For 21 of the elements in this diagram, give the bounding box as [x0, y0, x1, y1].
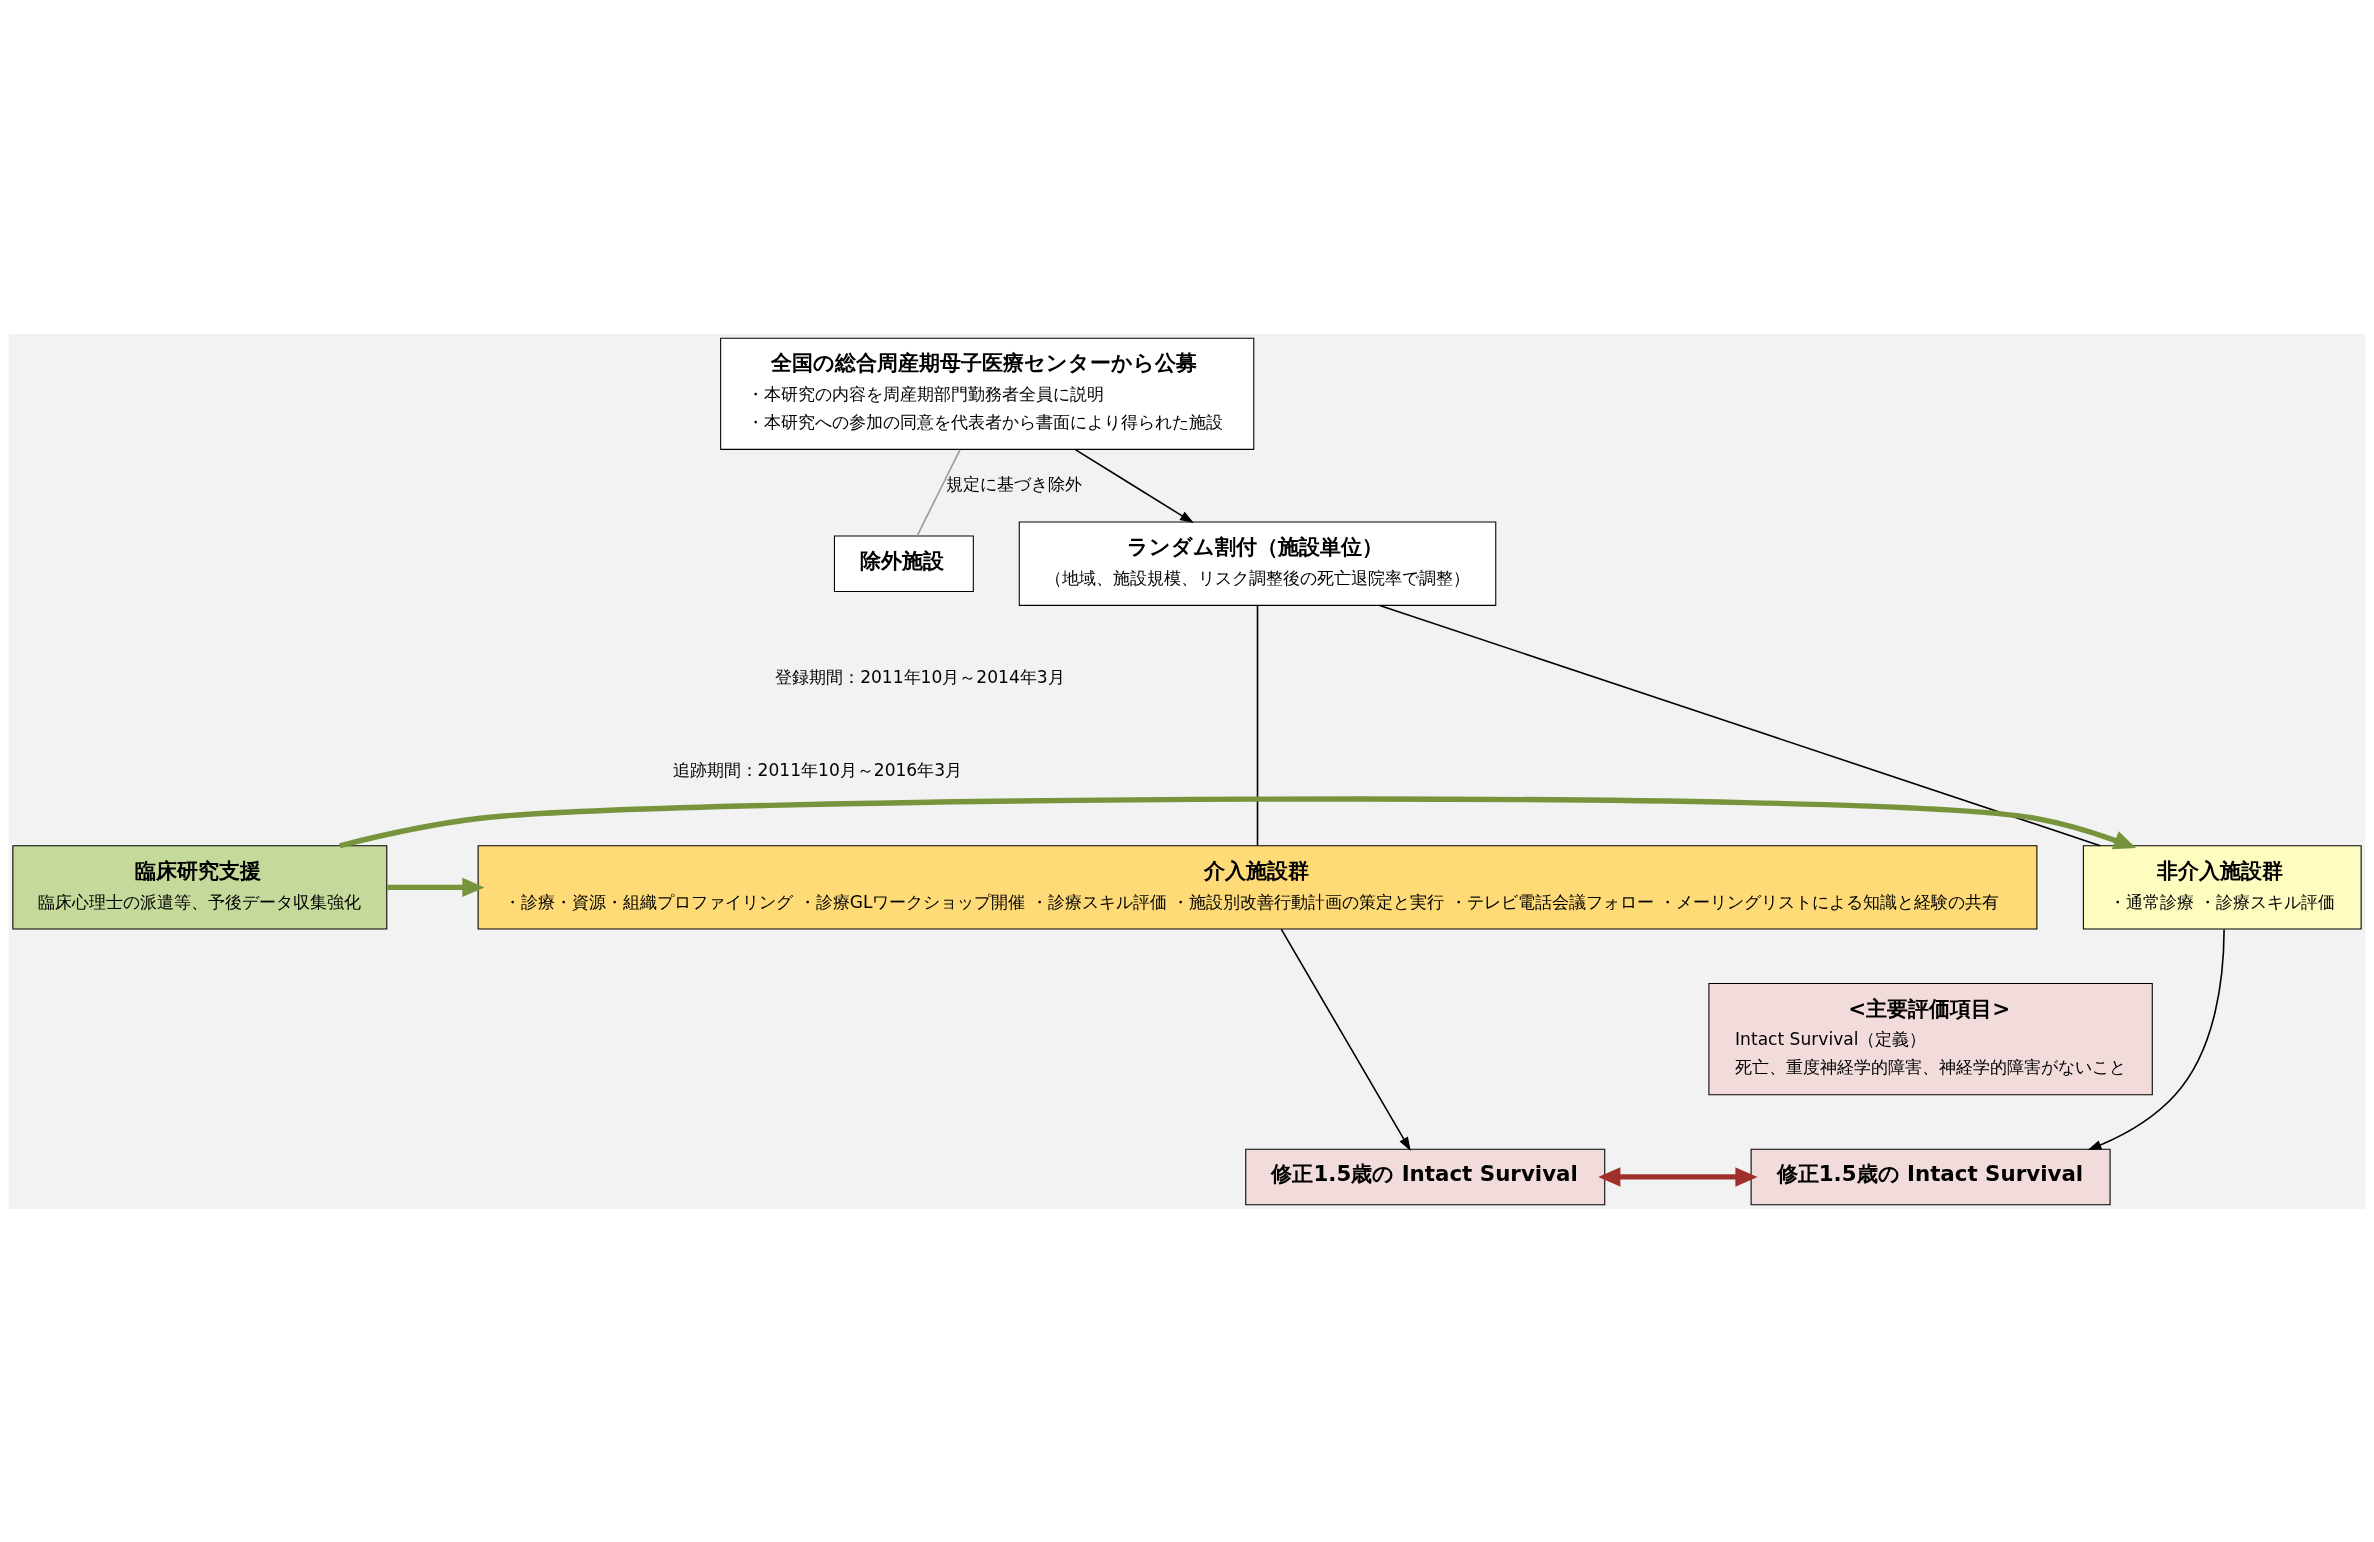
arrow [1074, 448, 1194, 523]
label: 登録期間：2011年10月～2014年3月 [775, 666, 1065, 687]
connector [916, 448, 961, 537]
node-box: 除外施設 [833, 534, 974, 592]
connector [1256, 604, 1259, 846]
label: 追跡期間：2011年10月～2016年3月 [672, 759, 963, 780]
node-box: ランダム割付（施設単位） （地域、施設規模、リスク調整後の死亡退院率で調整） [1018, 521, 1497, 606]
connector [1378, 604, 2102, 846]
arrow [2087, 928, 2225, 1150]
arrow [387, 877, 485, 897]
node-box: 臨床研究支援 臨床心理士の派遣等、予後データ収集強化 [12, 844, 388, 930]
arrow [1598, 1166, 1758, 1187]
node-box: <主要評価項目> Intact Survival（定義） 死亡、重度神経学的障害、神経学的障害がないこと [1708, 982, 2153, 1095]
edge-label: 規定に基づき除外 [946, 473, 1083, 494]
node-box: 修正1.5歳の Intact Survival [1750, 1148, 2111, 1205]
node-box: 全国の総合周産期母子医療センターから公募 ・本研究の内容を周産期部門勤務者全員に説明 ・本研究への参加の同意を代表者から書面により得られた施設 [720, 337, 1255, 450]
arrow [1280, 928, 1411, 1151]
arrow [339, 795, 2137, 849]
node-box: 修正1.5歳の Intact Survival [1245, 1148, 1606, 1205]
node-box: 介入施設群 ・診療・資源・組織プロファイリング ・診療GLワークショップ開催 ・診療スキル評価 ・施設別改善行動計画の策定と実行 ・テレビ電話会議フォロー ・メーリングリストによる知識と経験の共有 [477, 844, 2038, 930]
node-box: 非介入施設群 ・通常診療 ・診療スキル評価 [2082, 844, 2362, 930]
